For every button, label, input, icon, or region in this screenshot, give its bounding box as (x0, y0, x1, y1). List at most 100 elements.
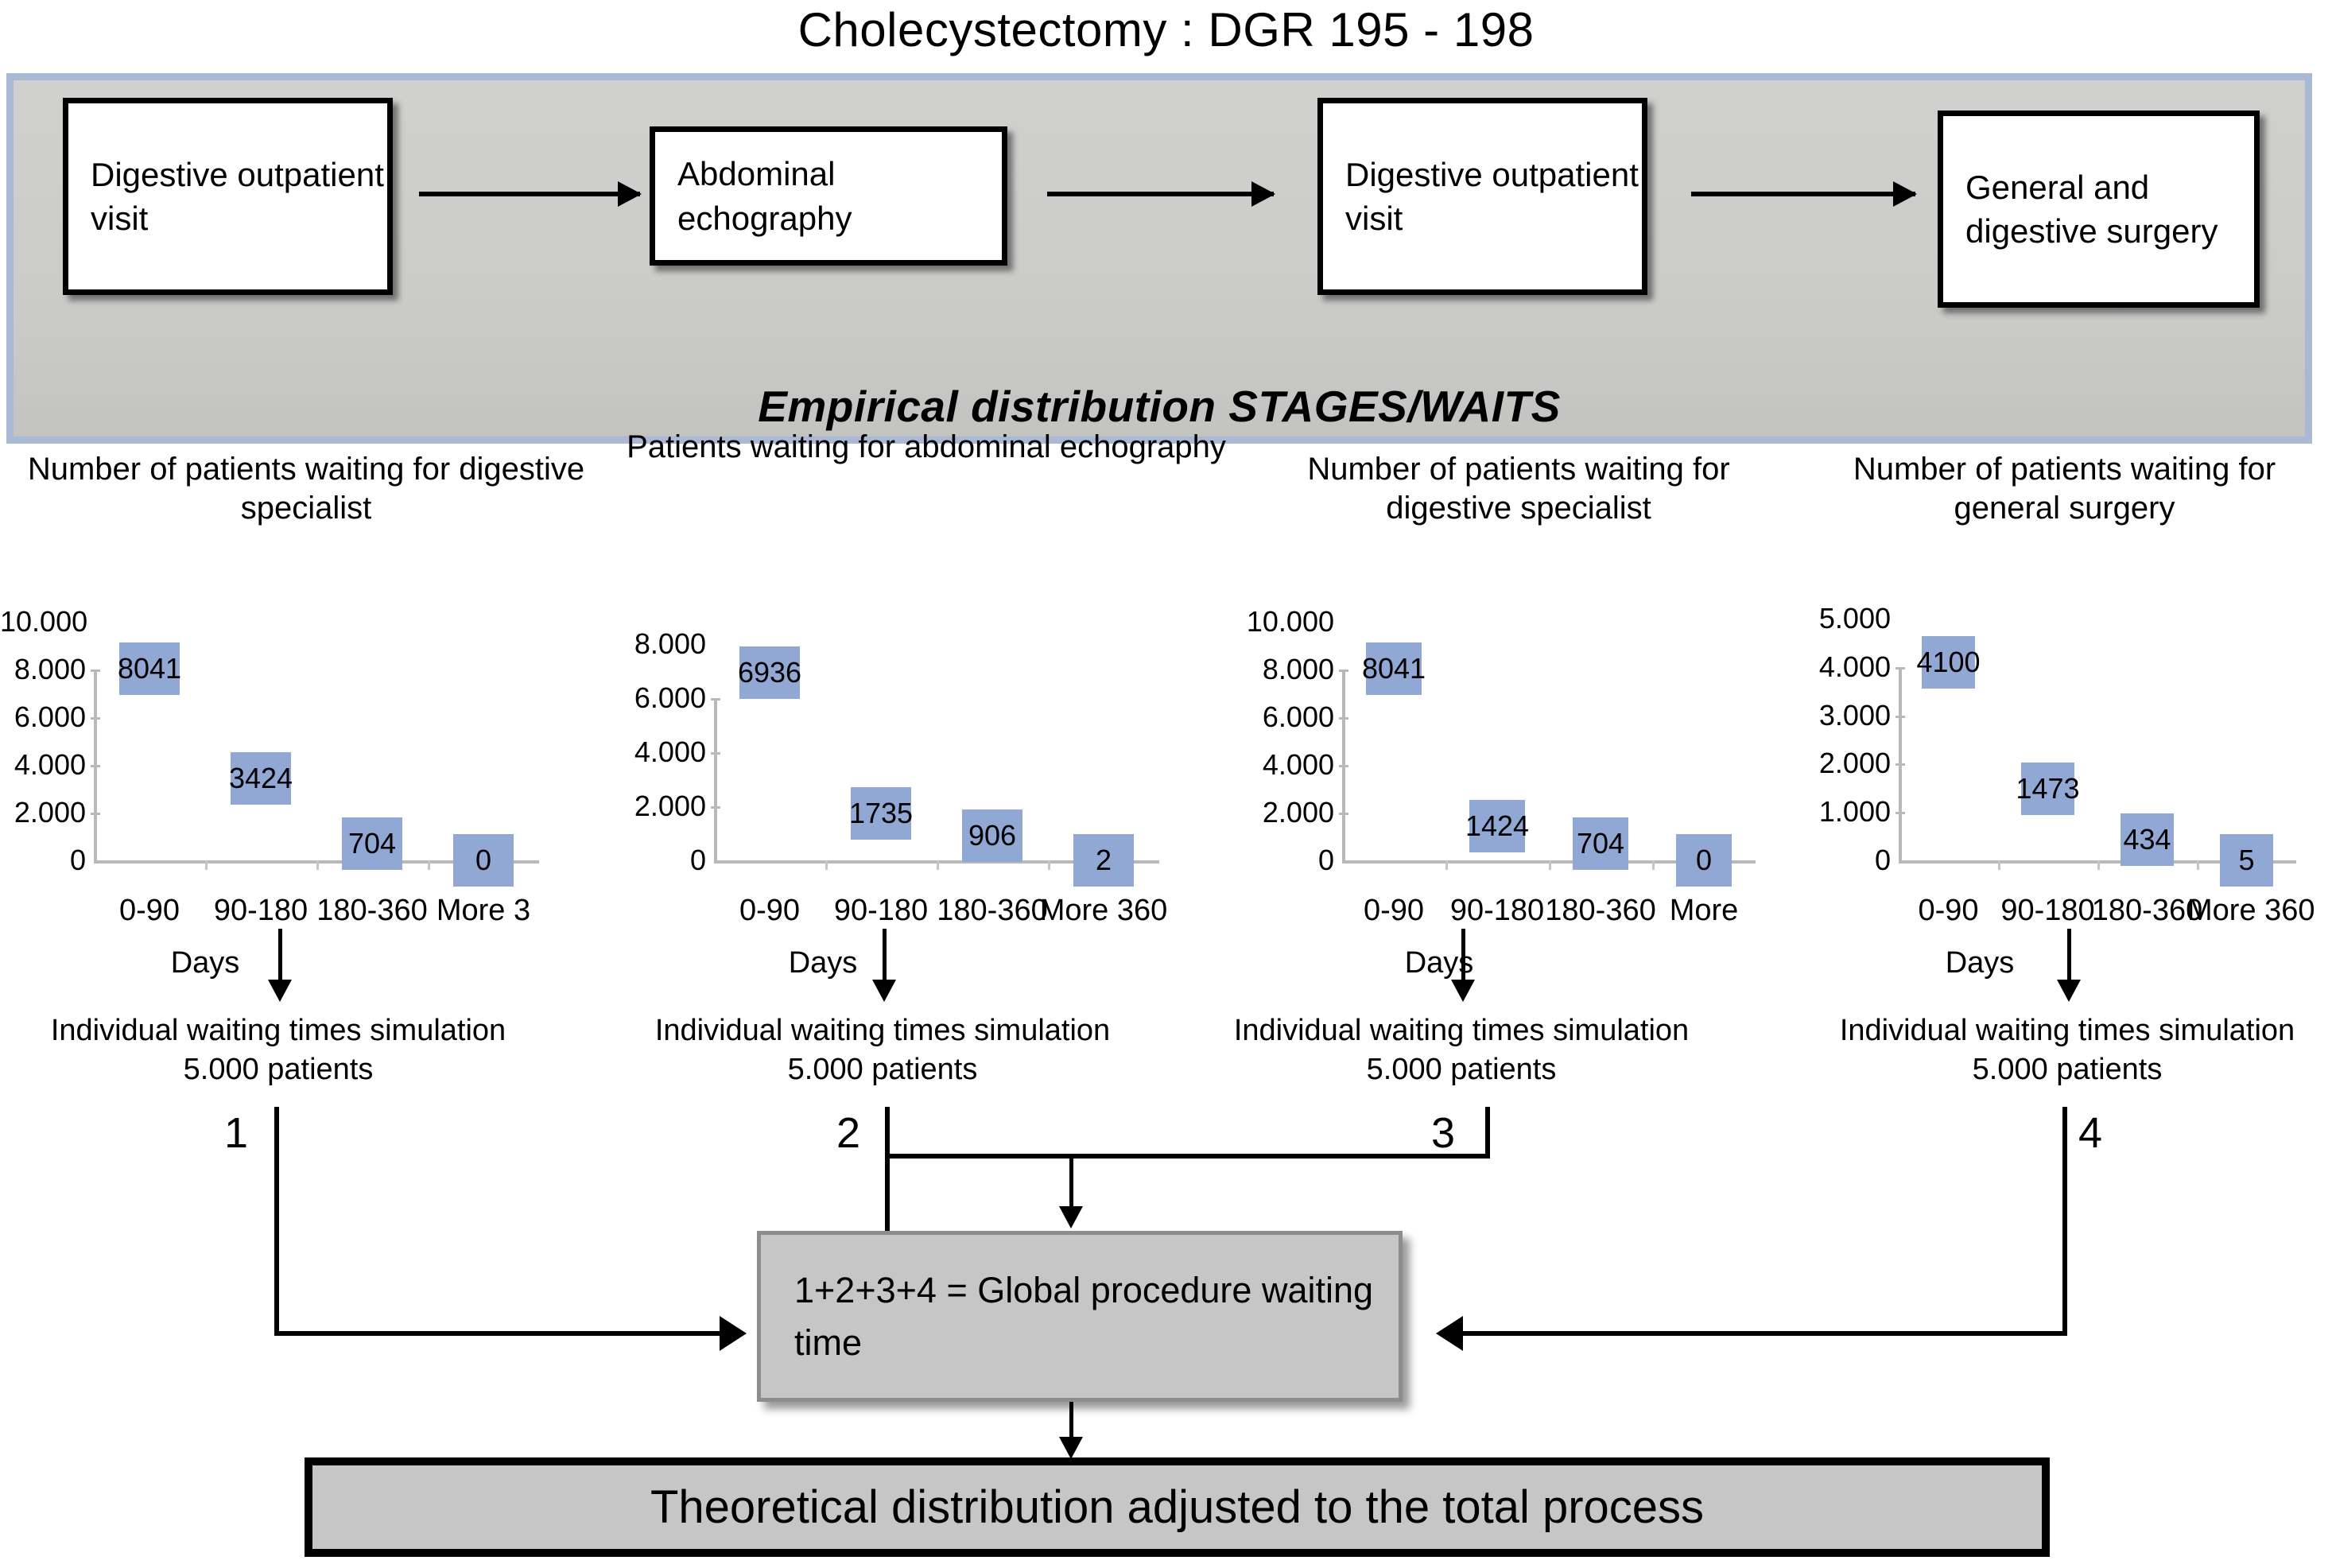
y-tick-mark (1895, 715, 1905, 718)
bar-value-label: 434 (2120, 813, 2175, 866)
y-tick-label: 1.000 (1818, 795, 1891, 829)
y-tick-label: 0 (1317, 844, 1334, 876)
y-tick-mark (1339, 670, 1348, 672)
process-box-digestive-outpatient-visit-1[interactable]: Digestive outpatient visit (63, 98, 393, 295)
x-tick-mark (1549, 860, 1551, 870)
chart-to-note-arrow-3 (1451, 929, 1475, 1002)
connector-line-3-vertical (1485, 1107, 1490, 1159)
connector-line-1-vertical (274, 1107, 279, 1336)
y-tick-label: 2.000 (14, 796, 86, 829)
bar-value-label: 6936 (738, 646, 801, 700)
x-category-label: 0-90 (118, 894, 180, 927)
y-tick-label: 4.000 (634, 735, 706, 768)
y-tick-label: 10.000 (0, 605, 88, 638)
y-tick-label: 4.000 (1818, 650, 1891, 683)
x-category-label: 180-360 (1545, 894, 1656, 927)
page-title: Cholecystectomy : DGR 195 - 198 (797, 3, 1535, 56)
x-tick-mark (205, 860, 208, 870)
x-category-label: 0-90 (1363, 894, 1425, 927)
chart-title: Number of patients waiting for digestive… (27, 452, 585, 526)
bar-value-label: 4100 (1916, 635, 1981, 689)
y-tick-mark (91, 765, 100, 767)
x-category-label: 180-360 (937, 894, 1048, 927)
chart-to-note-arrow-2 (872, 929, 896, 1002)
chart-panel-4: Number of patients waiting for general s… (1797, 450, 2332, 980)
bar-value-label: 704 (342, 817, 402, 870)
junction-to-global-arrow (1059, 1159, 1083, 1228)
y-tick-label: 0 (1874, 844, 1891, 876)
process-box-label: Digestive outpatient visit (1345, 155, 1639, 237)
x-category-label: 0-90 (1918, 894, 1979, 927)
x-category-label: 180-360 (2091, 894, 2203, 927)
bar-value-label: 0 (453, 834, 514, 887)
connector-line-4-vertical (2062, 1107, 2067, 1336)
y-tick-label: 8.000 (14, 653, 86, 685)
connector-line-2-horizontal (885, 1154, 1489, 1159)
x-tick-mark (2197, 860, 2199, 870)
process-box-label: Digestive outpatient visit (91, 155, 384, 237)
x-tick-mark (1998, 860, 2000, 870)
process-box-digestive-outpatient-visit-2[interactable]: Digestive outpatient visit (1317, 98, 1647, 295)
chart-panel-1: Number of patients waiting for digestive… (0, 450, 612, 980)
y-tick-mark (1339, 813, 1348, 815)
banner-caption: Empirical distribution STAGES/WAITS (758, 382, 1561, 431)
x-tick-mark (2097, 860, 2100, 870)
process-arrow-3 (1691, 181, 1917, 207)
chart-title: Patients waiting for abdominal echograph… (627, 429, 1226, 464)
global-waiting-time-box[interactable]: 1+2+3+4 = Global procedure waiting time (757, 1231, 1403, 1402)
process-box-general-digestive-surgery[interactable]: General and digestive surgery (1938, 111, 2260, 308)
x-category-label: 90-180 (1449, 894, 1545, 927)
y-tick-label: 4.000 (1262, 748, 1334, 781)
x-tick-mark (825, 860, 828, 870)
x-axis-caption: Days (1404, 946, 1474, 980)
chart-title: Number of patients waiting for digestive… (1307, 452, 1730, 526)
x-tick-mark (1652, 860, 1655, 870)
bar-value-label: 1735 (849, 787, 913, 840)
y-tick-mark (91, 717, 100, 720)
y-tick-label: 2.000 (634, 790, 706, 822)
y-tick-mark (1339, 717, 1348, 720)
process-box-label: Abdominal echography (677, 155, 852, 237)
y-tick-mark (711, 806, 720, 809)
process-box-label: General and digestive surgery (1965, 168, 2218, 250)
chart-panel-3: Number of patients waiting for digestive… (1240, 450, 1797, 980)
y-tick-label: 2.000 (1262, 796, 1334, 829)
x-category-label: 90-180 (2000, 894, 2095, 927)
x-category-label: More 3 (436, 894, 531, 927)
x-tick-mark (937, 860, 939, 870)
simulation-note-2: Individual waiting times simulation 5.00… (654, 1014, 1111, 1087)
y-tick-mark (1895, 812, 1905, 815)
connector-arrow-1-head (720, 1316, 747, 1351)
x-tick-mark (1445, 860, 1448, 870)
x-axis-caption: Days (1945, 946, 2015, 980)
y-axis-line (714, 698, 717, 860)
bar-value-label: 906 (962, 809, 1022, 863)
simulation-note-1: Individual waiting times simulation 5.00… (50, 1014, 506, 1087)
bar-value-label: 8041 (1362, 642, 1426, 695)
y-tick-label: 8.000 (634, 627, 706, 660)
bar-value-label: 0 (1675, 834, 1733, 887)
y-tick-mark (711, 698, 720, 701)
process-box-abdominal-echography[interactable]: Abdominal echography (650, 126, 1007, 266)
bar-value-label: 8041 (118, 642, 181, 695)
x-category-label: More 360 (1039, 894, 1168, 927)
y-tick-label: 0 (689, 844, 706, 876)
y-tick-label: 6.000 (14, 701, 86, 733)
bar-value-label: 1424 (1465, 800, 1529, 853)
x-category-label: 90-180 (833, 894, 929, 927)
process-banner: Digestive outpatient visit Abdominal ech… (6, 73, 2312, 444)
y-tick-mark (1339, 765, 1348, 767)
simulation-note-3: Individual waiting times simulation 5.00… (1233, 1014, 1690, 1087)
final-distribution-box[interactable]: Theoretical distribution adjusted to the… (305, 1457, 2050, 1557)
connector-line-4-horizontal (1463, 1331, 2067, 1336)
y-tick-mark (1895, 666, 1905, 670)
bar-value-label: 2 (1073, 833, 1134, 887)
y-tick-label: 6.000 (634, 681, 706, 714)
x-tick-mark (428, 860, 430, 870)
x-category-label: More 360 (2187, 894, 2315, 927)
connector-line-1-horizontal (274, 1331, 720, 1336)
banner-background (14, 80, 2305, 437)
y-tick-mark (91, 813, 100, 815)
